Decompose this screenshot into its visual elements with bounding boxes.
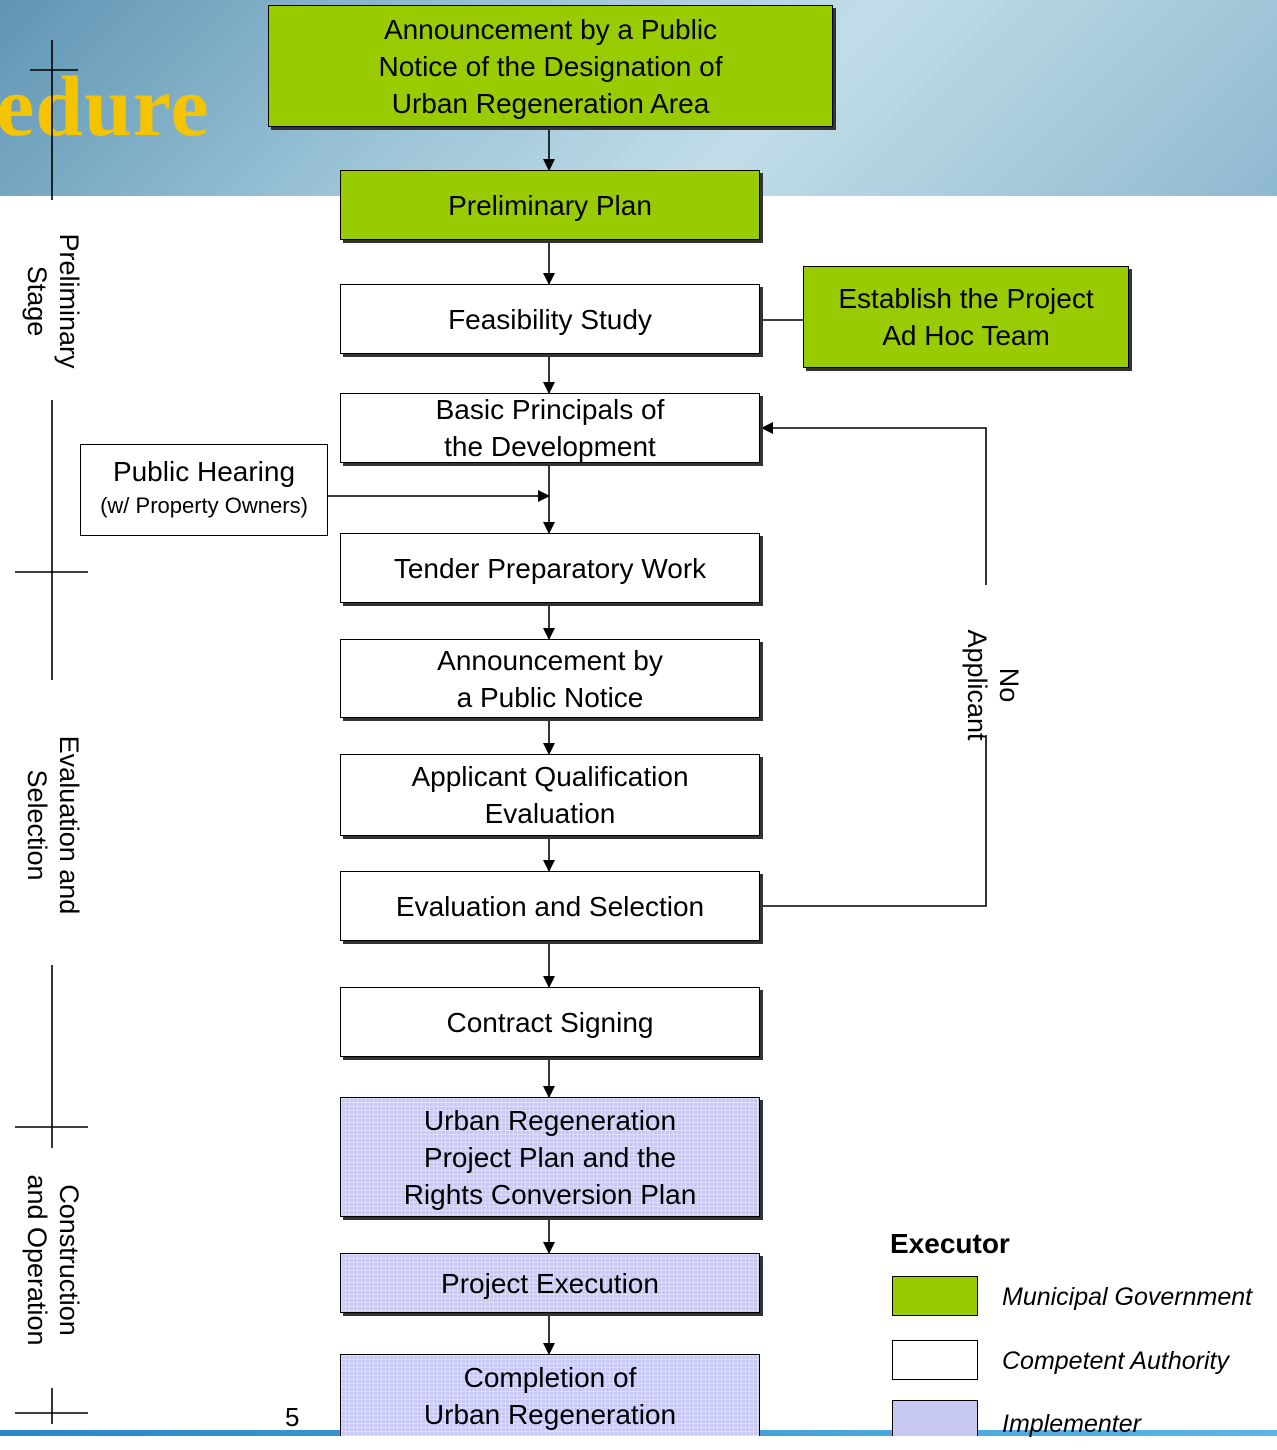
stage-label-construction: Construction and Operation xyxy=(22,1174,84,1346)
legend-swatch-implementer xyxy=(892,1400,978,1436)
public-hearing-title: Public Hearing xyxy=(112,456,296,487)
legend-swatch-municipal xyxy=(892,1276,978,1316)
loop-lower xyxy=(760,735,987,907)
loop-upper xyxy=(761,422,987,585)
node-project-execution: Project Execution xyxy=(340,1253,760,1313)
loop-label-no-applicant: No Applicant xyxy=(962,629,1024,741)
node-announcement-designation: Announcement by a Public Notice of the D… xyxy=(268,5,833,127)
node-feasibility-study: Feasibility Study xyxy=(340,284,760,354)
node-evaluation-selection: Evaluation and Selection xyxy=(340,871,760,941)
legend-label-municipal: Municipal Government xyxy=(1002,1283,1253,1311)
legend-label-competent: Competent Authority xyxy=(1002,1347,1229,1375)
stage-label-preliminary: Preliminary Stage xyxy=(22,233,84,369)
stage-label-evaluation: Evaluation and Selection xyxy=(22,735,84,915)
node-applicant-qualification: Applicant Qualification Evaluation xyxy=(340,754,760,836)
node-announcement-notice: Announcement by a Public Notice xyxy=(340,639,760,718)
legend-label-implementer: Implementer xyxy=(1002,1410,1141,1438)
legend-title: Executor xyxy=(890,1228,1010,1259)
node-basic-principals: Basic Principals of the Development xyxy=(340,393,760,463)
node-preliminary-plan: Preliminary Plan xyxy=(340,170,760,240)
page-number: 5 xyxy=(285,1402,300,1432)
node-contract-signing: Contract Signing xyxy=(340,987,760,1057)
node-completion: Completion of Urban Regeneration xyxy=(340,1354,760,1436)
public-hearing-subtitle: (w/ Property Owners) xyxy=(100,493,308,518)
legend-swatch-competent xyxy=(892,1340,978,1380)
node-adhoc-team: Establish the Project Ad Hoc Team xyxy=(803,266,1129,368)
page-title: edure xyxy=(0,58,210,154)
node-public-hearing: Public Hearing (w/ Property Owners) xyxy=(80,444,328,536)
node-project-plan: Urban Regeneration Project Plan and the … xyxy=(340,1097,760,1217)
node-tender-work: Tender Preparatory Work xyxy=(340,533,760,603)
